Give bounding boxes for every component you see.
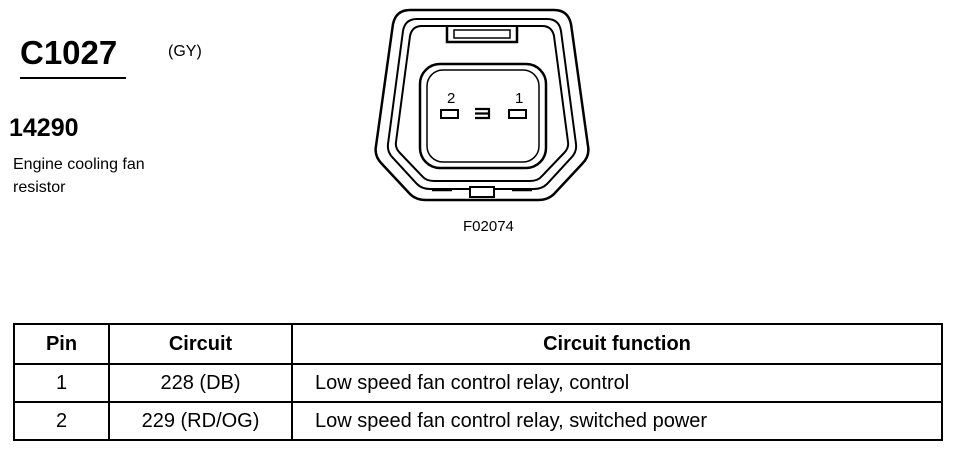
connector-latch-slot bbox=[453, 29, 511, 39]
pin-cavity bbox=[418, 62, 548, 170]
cell-circuit-function: Low speed fan control relay, control bbox=[291, 363, 943, 403]
part-number: 14290 bbox=[9, 114, 79, 142]
cell-circuit-function: Low speed fan control relay, switched po… bbox=[291, 401, 943, 441]
table-row: 2 229 (RD/OG) Low speed fan control rela… bbox=[13, 401, 943, 441]
header-circuit: Circuit bbox=[108, 323, 293, 365]
pin-terminal-1 bbox=[508, 109, 527, 119]
connector-housing-inner-2 bbox=[394, 25, 570, 182]
pin-label-1: 1 bbox=[515, 90, 523, 107]
figure-id: F02074 bbox=[463, 218, 514, 235]
table-row: 1 228 (DB) Low speed fan control relay, … bbox=[13, 363, 943, 403]
table-header-row: Pin Circuit Circuit function bbox=[13, 323, 943, 365]
part-description: Engine cooling fan resistor bbox=[13, 156, 145, 196]
header-circuit-function: Circuit function bbox=[291, 323, 943, 365]
connector-color: (GY) bbox=[168, 43, 202, 60]
cell-circuit: 229 (RD/OG) bbox=[108, 401, 293, 441]
connector-face-diagram: 2 1 bbox=[374, 8, 590, 202]
center-key bbox=[475, 107, 491, 120]
pin-cavity-inner bbox=[426, 69, 540, 163]
connector-id: C1027 bbox=[20, 34, 118, 71]
pin-label-2: 2 bbox=[447, 90, 455, 107]
connector-latch bbox=[445, 26, 519, 44]
connector-housing-inner bbox=[386, 18, 578, 190]
pin-terminal-2 bbox=[440, 109, 459, 119]
cell-pin: 2 bbox=[13, 401, 110, 441]
connector-housing-outer bbox=[374, 8, 590, 202]
connector-id-underline bbox=[20, 77, 126, 79]
pin-table: Pin Circuit Circuit function 1 228 (DB) … bbox=[13, 323, 943, 441]
header-pin: Pin bbox=[13, 323, 110, 365]
cell-circuit: 228 (DB) bbox=[108, 363, 293, 403]
bottom-key bbox=[469, 186, 495, 198]
cell-pin: 1 bbox=[13, 363, 110, 403]
